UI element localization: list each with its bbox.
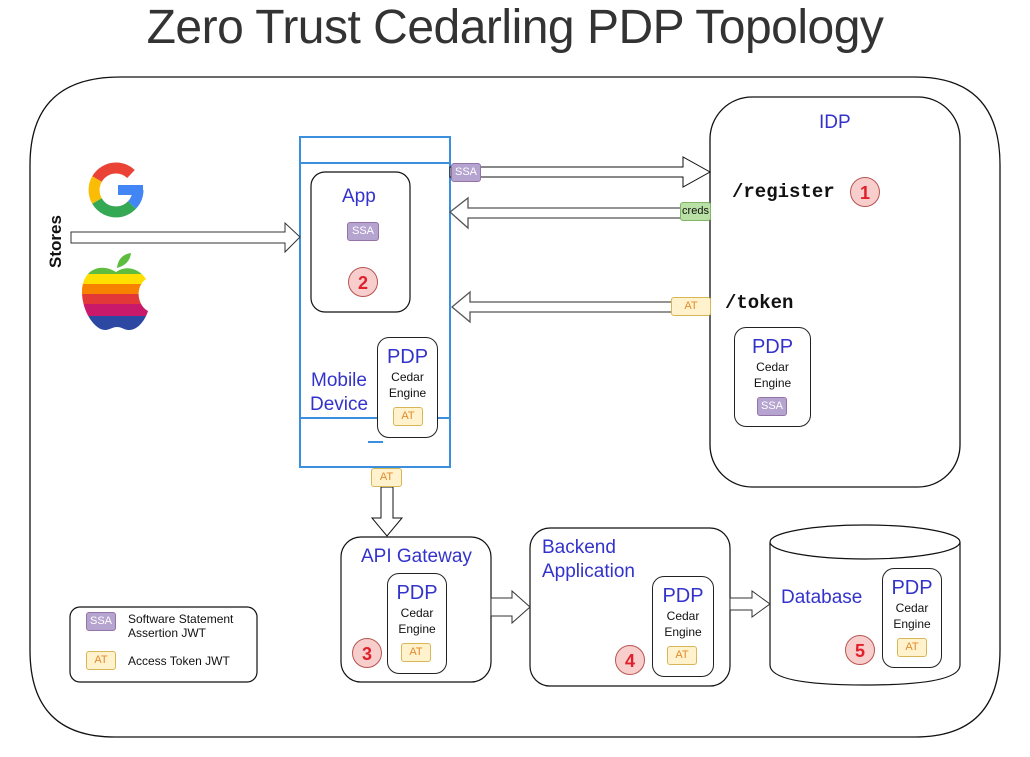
idp-pdp-title: PDP [751,336,794,358]
app-to-register-arrow [449,156,712,188]
step-5-badge: 5 [845,635,875,665]
diagram-title: Zero Trust Cedarling PDP Topology [146,1,884,54]
backend-to-database-arrow [729,590,771,618]
app-ssa-token: SSA [347,222,379,241]
idp-pdp-ssa-token: SSA [757,397,787,416]
database-pdp-title: PDP [891,577,933,599]
legend-box [69,606,258,683]
mobile-device-label-line1: Mobile [311,370,367,391]
backend-pdp-title: PDP [662,585,704,607]
legend-ssa-token: SSA [86,612,116,631]
google-logo-icon [88,162,144,218]
register-response-creds-token: creds [680,202,711,221]
token-response-at-token: AT [671,297,711,316]
legend-ssa-desc-line2: Assertion JWT [128,626,207,640]
step-2-badge: 2 [348,267,378,297]
mobile-pdp-engine-line1: Cedar [391,370,424,384]
database-pdp-engine-line1: Cedar [895,601,929,615]
backend-label-line1: Backend [542,537,616,558]
mobile-pdp-title: PDP [386,346,429,368]
gateway-request-at-token: AT [371,468,402,487]
api-gateway-pdp-engine-line1: Cedar [400,606,434,620]
outer-boundary [29,76,1001,738]
app-label: App [342,186,376,207]
app-box [310,171,411,313]
step-1-badge: 1 [850,177,880,207]
gateway-to-backend-arrow [490,589,531,625]
api-gateway-label: API Gateway [361,546,472,567]
token-endpoint: /token [725,292,794,314]
stores-to-app-arrow [70,221,301,254]
database-cylinder-top [769,524,961,560]
backend-label-line2: Application [542,561,635,582]
idp-pdp-engine-line1: Cedar [756,360,789,374]
database-pdp-engine-line2: Engine [893,617,931,631]
database-pdp-at-token: AT [897,638,927,657]
mobile-pdp-engine-line2: Engine [388,386,427,400]
api-gateway-pdp-at-token: AT [401,643,431,662]
register-endpoint: /register [732,181,835,203]
api-gateway-pdp-engine-line2: Engine [398,622,436,636]
mobile-to-gateway-arrow [370,486,404,537]
api-gateway-pdp-title: PDP [396,582,438,604]
database-pdp-box: PDP Cedar Engine [882,568,942,668]
legend-at-token: AT [86,651,116,670]
step-4-badge: 4 [615,645,645,675]
mobile-pdp-at-token: AT [393,407,423,426]
idp-pdp-engine-line2: Engine [753,376,792,390]
idp-label: IDP [819,112,851,133]
backend-pdp-at-token: AT [667,646,697,665]
database-label: Database [781,587,863,608]
backend-pdp-engine-line2: Engine [664,625,702,639]
step-3-badge: 3 [352,638,382,668]
backend-pdp-engine-line1: Cedar [666,609,700,623]
stores-label: Stores [46,215,65,268]
idp-pdp-box: PDP Cedar Engine [734,327,811,427]
mobile-device-label-line2: Device [310,394,369,415]
legend-ssa-desc-line1: Software Statement [128,612,234,626]
register-request-ssa-token: SSA [451,163,481,182]
token-to-app-arrow [450,290,711,324]
apple-logo-icon [82,253,148,330]
register-to-app-arrow [448,196,711,230]
api-gateway-pdp-box: PDP Cedar Engine [387,573,447,674]
legend-at-desc: Access Token JWT [128,654,230,668]
